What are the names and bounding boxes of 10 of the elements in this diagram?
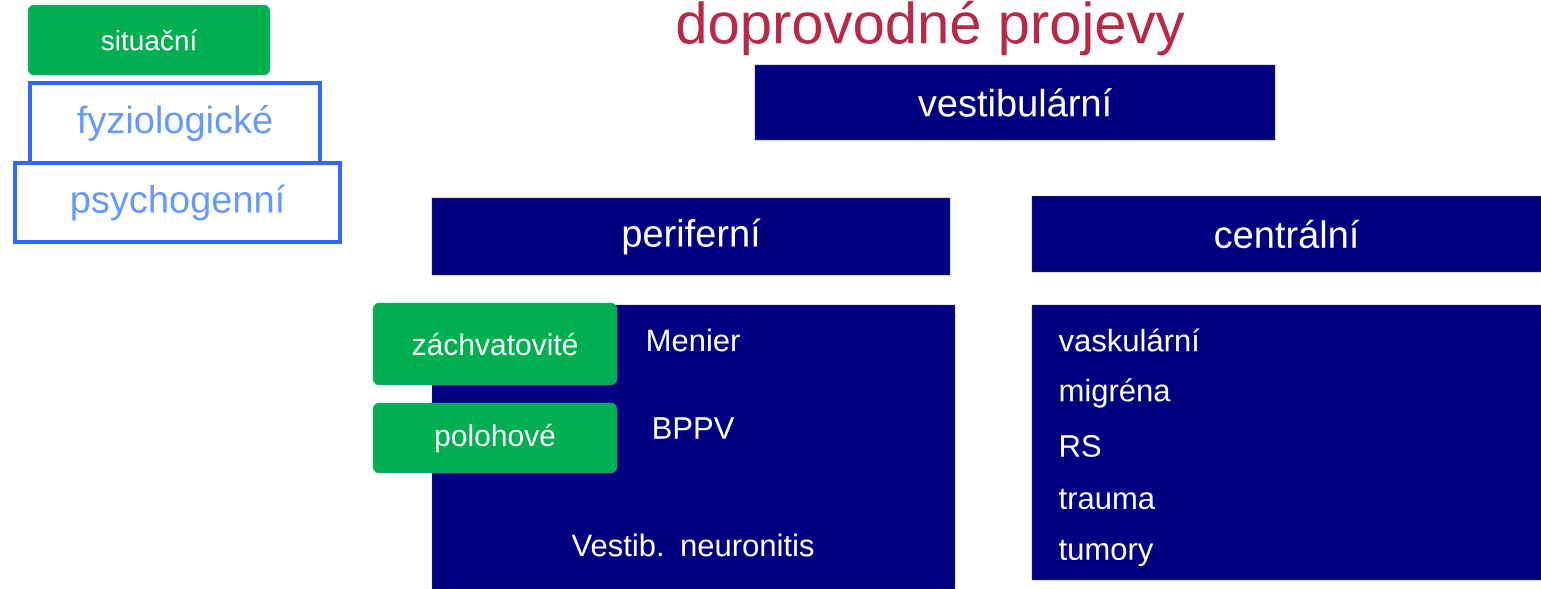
title: doprovodné projevy xyxy=(677,0,1185,56)
outlined-box: psychogenní xyxy=(13,161,342,244)
heading-box: periferní xyxy=(431,197,951,276)
outlined-box: fyziologické xyxy=(28,81,322,165)
heading-box: vestibulární xyxy=(754,64,1276,141)
tag-box: záchvatovité xyxy=(372,302,618,386)
tag-box: situační xyxy=(27,4,271,76)
heading-box: centrální xyxy=(1031,195,1541,273)
tag-box: polohové xyxy=(372,402,618,474)
list-box: vaskulární migréna RS trauma tumory xyxy=(1031,304,1541,581)
